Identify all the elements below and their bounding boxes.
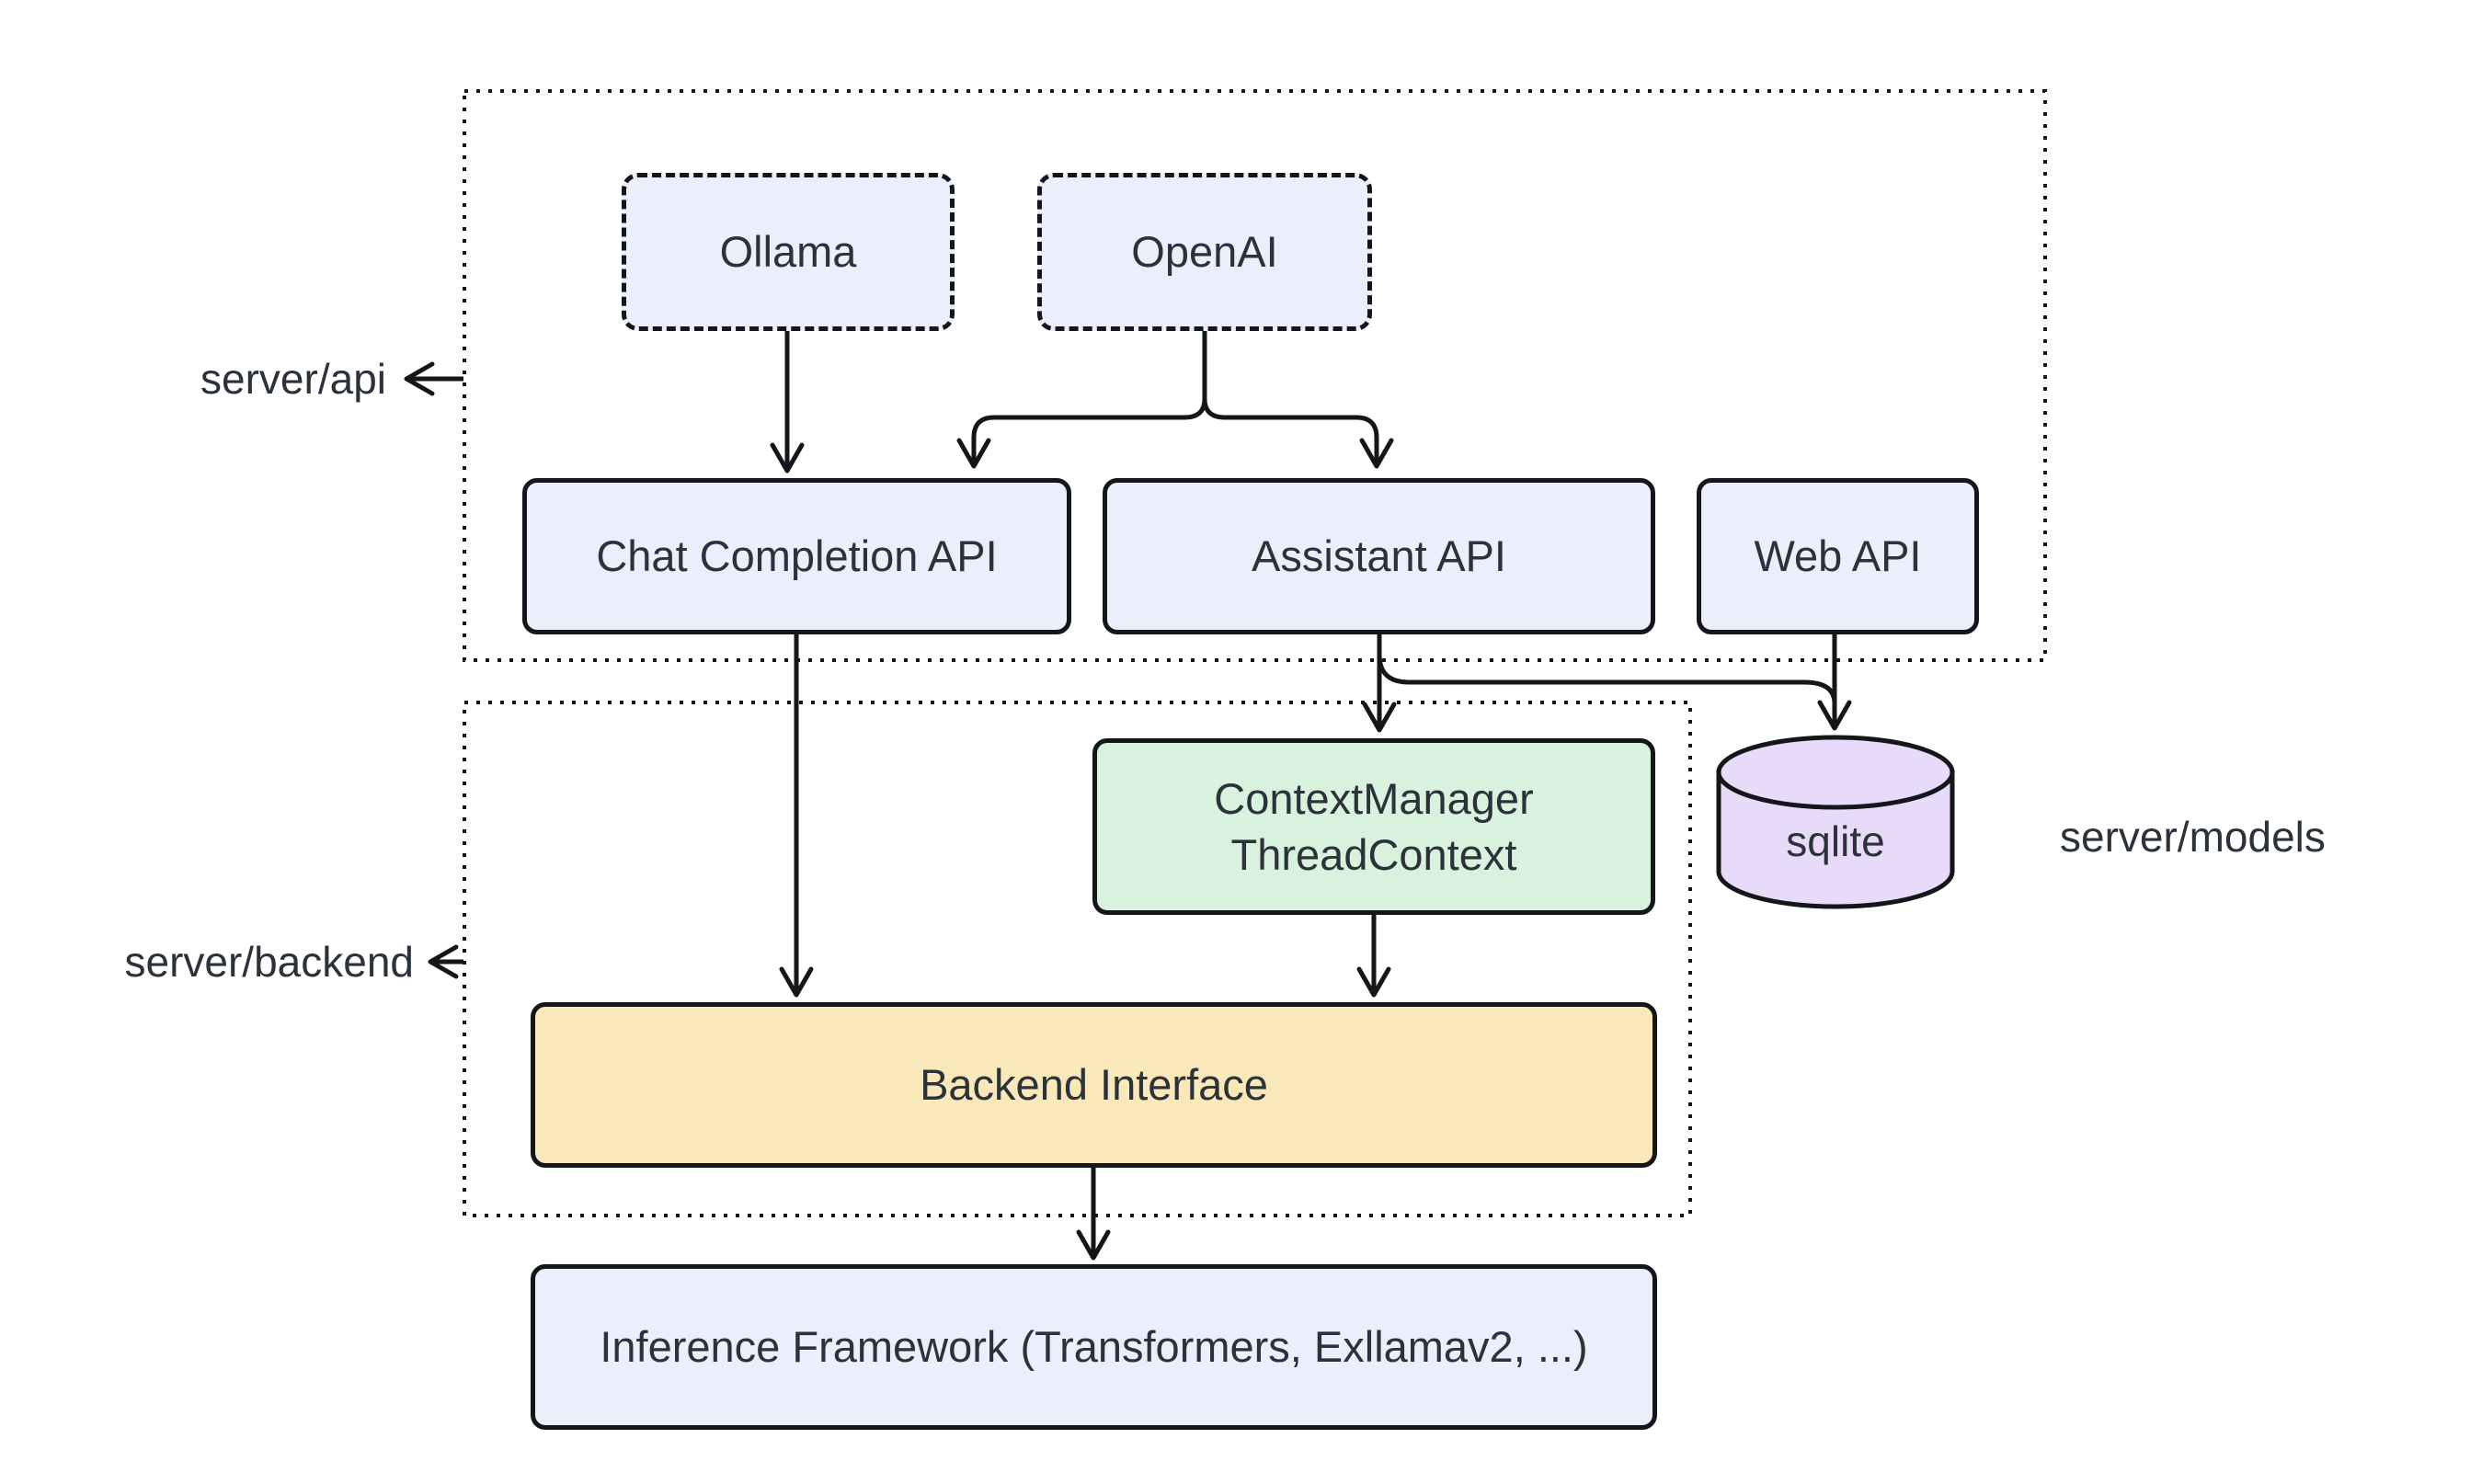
node-openai-label: OpenAI (1131, 227, 1278, 277)
edge-assistant-to-sqlite (1377, 654, 1837, 704)
node-assistant-api-label: Assistant API (1252, 531, 1506, 581)
container-server-api (463, 89, 2047, 662)
node-backend-interface-label: Backend Interface (920, 1060, 1268, 1110)
node-web-api: Web API (1697, 478, 1979, 634)
node-chat-completion-api-label: Chat Completion API (596, 531, 998, 581)
edge-openai-to-assistant (1202, 331, 1394, 469)
node-backend-interface: Backend Interface (531, 1002, 1657, 1168)
container-server-backend (463, 701, 1692, 1217)
node-openai: OpenAI (1037, 173, 1372, 331)
node-ollama-label: Ollama (719, 227, 857, 277)
node-web-api-label: Web API (1754, 531, 1922, 581)
edge-openai-to-chat-completion (956, 331, 1207, 469)
node-sqlite-label: sqlite (1786, 817, 1885, 865)
sqlite-cylinder (1716, 735, 1955, 909)
label-server-api: server/api (200, 355, 386, 403)
label-server-models: server/models (2060, 813, 2326, 861)
sqlite-cylinder-body (1716, 770, 1955, 909)
node-context-manager: ContextManager ThreadContext (1092, 738, 1655, 915)
sqlite-cylinder-top (1716, 735, 1955, 810)
node-context-manager-line2: ThreadContext (1230, 830, 1517, 879)
node-inference-framework: Inference Framework (Transformers, Exlla… (531, 1264, 1657, 1430)
node-assistant-api: Assistant API (1103, 478, 1655, 634)
label-server-backend: server/backend (124, 938, 415, 986)
node-chat-completion-api: Chat Completion API (522, 478, 1071, 634)
node-ollama: Ollama (622, 173, 955, 331)
node-context-manager-line1: ContextManager (1214, 773, 1534, 823)
node-inference-framework-label: Inference Framework (Transformers, Exlla… (600, 1322, 1588, 1372)
